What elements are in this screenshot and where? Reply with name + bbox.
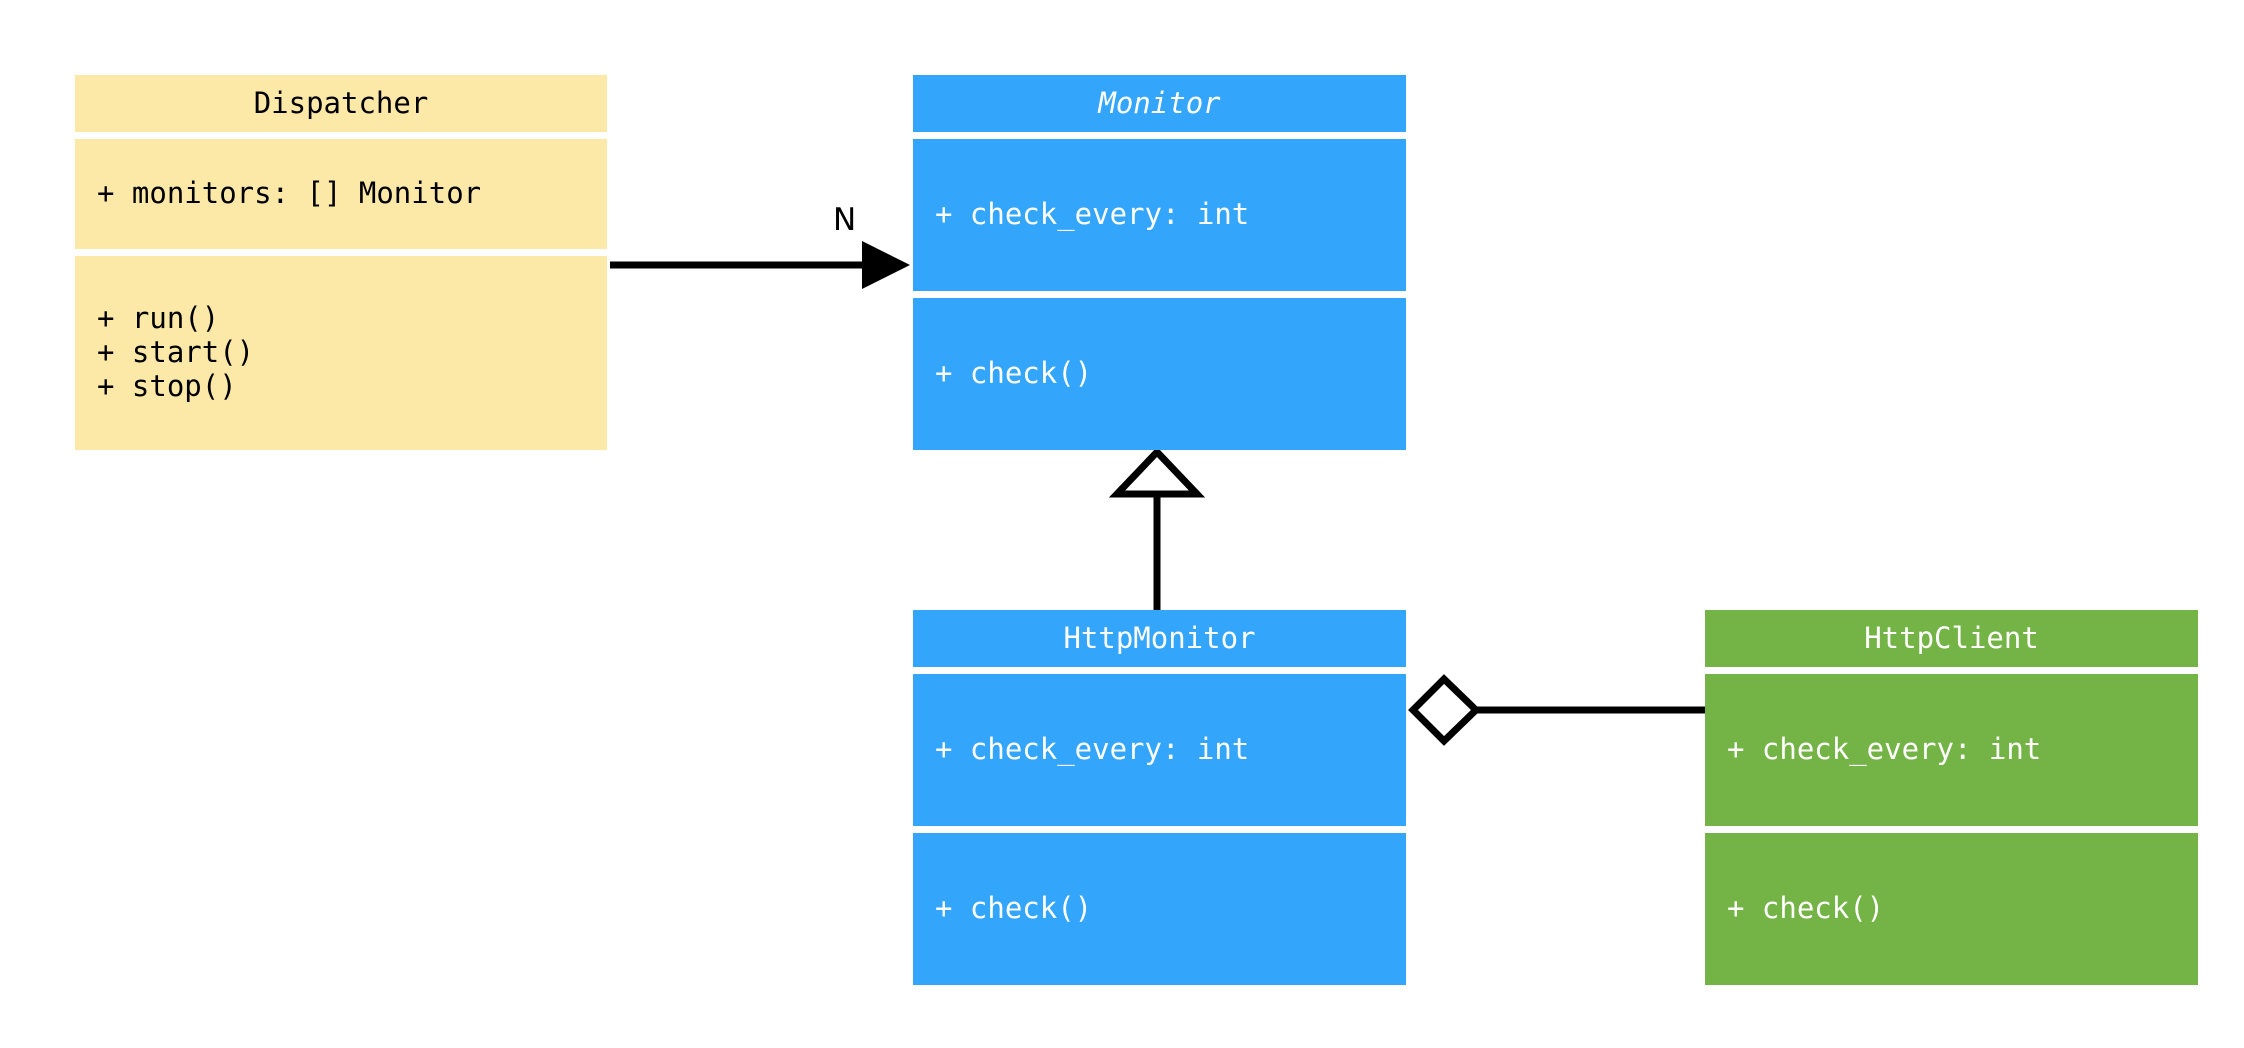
- compartment-divider: [1705, 826, 2198, 833]
- class-name-http-client: HttpClient: [1864, 620, 2039, 655]
- class-attributes-compartment-monitor: + check_every: int: [913, 139, 1406, 291]
- class-title-compartment-monitor: Monitor: [913, 75, 1406, 132]
- class-methods-compartment-dispatcher: + run() + start() + stop(): [75, 256, 607, 450]
- attribute-row: + check_every: int: [1727, 732, 2042, 767]
- class-name-http-monitor: HttpMonitor: [1063, 620, 1256, 655]
- class-box-http-monitor[interactable]: HttpMonitor + check_every: int + check(): [913, 610, 1406, 985]
- attribute-row: + check_every: int: [935, 197, 1250, 232]
- class-name-monitor: Monitor: [1098, 85, 1221, 120]
- compartment-divider: [75, 249, 607, 256]
- method-row: + check(): [935, 891, 1093, 926]
- compartment-divider: [913, 291, 1406, 298]
- class-title-compartment-http-monitor: HttpMonitor: [913, 610, 1406, 667]
- compartment-divider: [913, 132, 1406, 139]
- association-dispatcher-to-monitor: [610, 241, 910, 289]
- class-attributes-compartment-dispatcher: + monitors: [] Monitor: [75, 139, 607, 249]
- class-methods-compartment-http-monitor: + check(): [913, 833, 1406, 985]
- class-title-compartment-dispatcher: Dispatcher: [75, 75, 607, 132]
- filled-arrowhead-icon: [862, 241, 910, 289]
- class-box-monitor[interactable]: Monitor + check_every: int + check(): [913, 75, 1406, 450]
- class-methods-compartment-http-client: + check(): [1705, 833, 2198, 985]
- attribute-row: + monitors: [] Monitor: [97, 176, 482, 211]
- compartment-divider: [913, 826, 1406, 833]
- method-row: + run(): [97, 301, 220, 336]
- compartment-divider: [1705, 667, 2198, 674]
- method-row: + start(): [97, 335, 255, 370]
- class-box-dispatcher[interactable]: Dispatcher + monitors: [] Monitor + run(…: [75, 75, 607, 450]
- hollow-triangle-icon: [1108, 446, 1206, 498]
- compartment-divider: [913, 667, 1406, 674]
- attribute-row: + check_every: int: [935, 732, 1250, 767]
- class-box-http-client[interactable]: HttpClient + check_every: int + check(): [1705, 610, 2198, 985]
- class-methods-compartment-monitor: + check(): [913, 298, 1406, 450]
- class-title-compartment-http-client: HttpClient: [1705, 610, 2198, 667]
- method-row: + check(): [1727, 891, 1885, 926]
- hollow-diamond-icon: [1408, 674, 1482, 746]
- class-name-dispatcher: Dispatcher: [253, 85, 429, 120]
- method-row: + check(): [935, 356, 1093, 391]
- generalization-httpmonitor-to-monitor: [1108, 446, 1206, 610]
- association-multiplicity-label: N: [833, 202, 857, 238]
- method-row: + stop(): [97, 368, 237, 403]
- class-attributes-compartment-http-monitor: + check_every: int: [913, 674, 1406, 826]
- aggregation-httpmonitor-to-httpclient: [1408, 674, 1705, 746]
- compartment-divider: [75, 132, 607, 139]
- class-attributes-compartment-http-client: + check_every: int: [1705, 674, 2198, 826]
